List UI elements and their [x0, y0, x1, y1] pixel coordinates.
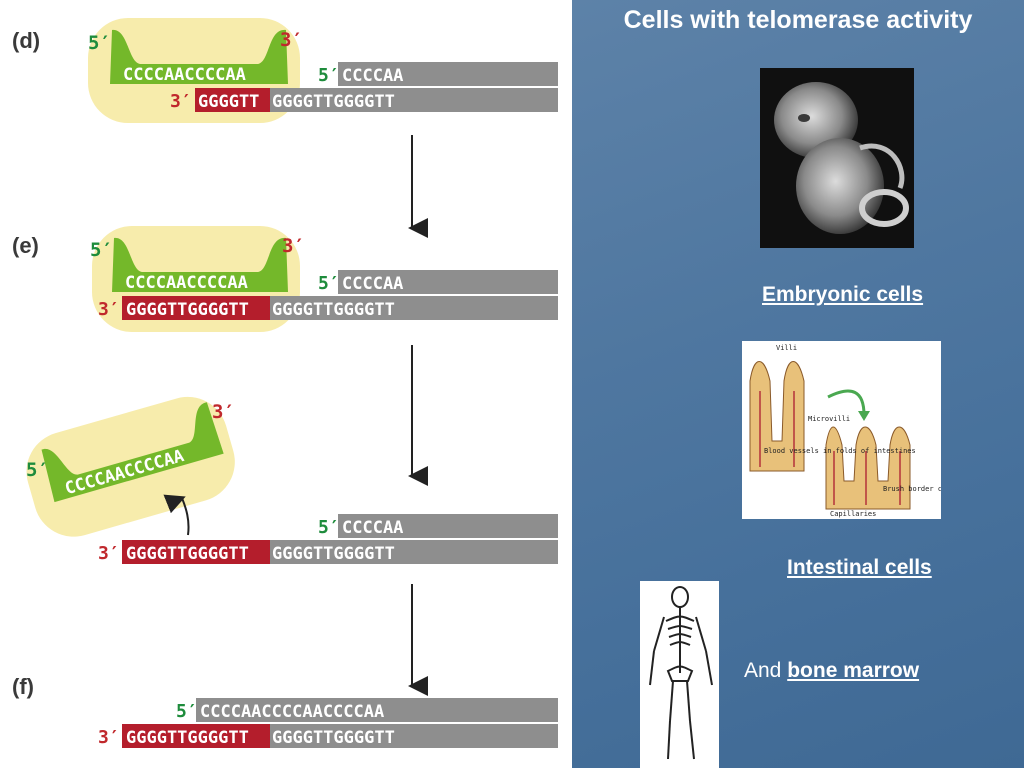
old-seq-f: GGGGTTGGGGTT — [272, 728, 395, 748]
rna-5prime-d: 5′ — [88, 32, 111, 54]
rna-5prime-e: 5′ — [90, 239, 113, 261]
rna-5prime-released: 5′ — [26, 459, 49, 481]
rna-seq-e: CCCCAACCCCAA — [125, 273, 248, 293]
new-seq-e: GGGGTTGGGGTT — [126, 300, 249, 320]
bottom-3prime-f: 3′ — [98, 727, 120, 748]
skeleton-image — [640, 581, 719, 768]
new-seq-d: GGGGTT — [198, 92, 259, 112]
rna-3prime-e: 3′ — [282, 235, 305, 257]
top-5prime-release: 5′ — [318, 517, 340, 538]
top-seq-f: CCCCAACCCCAACCCCAA — [200, 702, 384, 722]
top-5prime-d: 5′ — [318, 65, 340, 86]
step-d-label: (d) — [12, 28, 41, 53]
panel-title: Cells with telomerase activity — [623, 6, 973, 34]
label-blood-vessels: Blood vessels in folds of intestines — [764, 447, 916, 455]
bottom-3prime-d: 3′ — [170, 91, 192, 112]
new-dna-release — [122, 540, 270, 564]
rna-seq-d: CCCCAACCCCAA — [123, 65, 246, 85]
caption-embryonic: Embryonic cells — [762, 283, 924, 306]
intestine-image: Villi Microvilli Blood vessels in folds … — [742, 341, 941, 519]
bottom-strand-d — [270, 88, 558, 112]
label-villi: Villi — [776, 344, 797, 352]
top-seq-release: CCCCAA — [342, 518, 403, 538]
old-seq-release: GGGGTTGGGGTT — [272, 544, 395, 564]
caption-bone-link: bone marrow — [787, 659, 920, 682]
rna-template-released — [41, 402, 224, 503]
step-e-label: (e) — [12, 233, 39, 258]
bottom-3prime-e: 3′ — [98, 299, 120, 320]
new-dna-f — [122, 724, 270, 748]
new-seq-f: GGGGTTGGGGTT — [126, 728, 249, 748]
rna-3prime-d: 3′ — [280, 29, 303, 51]
caption-intestinal: Intestinal cells — [787, 556, 932, 579]
top-seq-e: CCCCAA — [342, 274, 403, 294]
step-e-group: CCCCAACCCCAA 5′ 3′ CCCCAA 5′ GGGGTTGGGGT… — [90, 226, 558, 332]
release-arrow — [163, 494, 190, 536]
telomerase-svg: CCCCAACCCCAA 5′ 3′ CCCCAA 5′ GGGGTT GGGG… — [26, 18, 558, 748]
rna-template-e — [112, 237, 288, 292]
old-seq-e: GGGGTTGGGGTT — [272, 300, 395, 320]
caption-bone-marrow: And bone marrow — [744, 659, 919, 683]
top-5prime-e: 5′ — [318, 273, 340, 294]
top-strand-e — [338, 270, 558, 294]
bottom-strand-f — [270, 724, 558, 748]
new-dna-d — [195, 88, 270, 112]
top-strand-d — [338, 62, 558, 86]
new-seq-release: GGGGTTGGGGTT — [126, 544, 249, 564]
label-capillaries: Capillaries — [830, 510, 876, 518]
top-5prime-f: 5′ — [176, 701, 198, 722]
top-seq-d: CCCCAA — [342, 66, 403, 86]
top-strand-release — [338, 514, 558, 538]
old-seq-d: GGGGTTGGGGTT — [272, 92, 395, 112]
embryo-image — [760, 68, 914, 248]
bottom-strand-e — [270, 296, 558, 320]
step-f-label: (f) — [12, 674, 34, 699]
step-d-group: CCCCAACCCCAA 5′ 3′ CCCCAA 5′ GGGGTT GGGG… — [88, 18, 558, 123]
bottom-strand-release — [270, 540, 558, 564]
released-telomerase: CCCCAACCCCAA — [26, 396, 235, 537]
bottom-3prime-release: 3′ — [98, 543, 120, 564]
step-f-group: CCCCAACCCCAACCCCAA 5′ GGGGTTGGGGTT GGGGT… — [98, 698, 558, 748]
label-microvilli: Microvilli — [808, 415, 850, 423]
step-release-group: CCCCAACCCCAA 5′ 3′ CCCCAA 5′ GGGGTTGGGGT… — [26, 396, 558, 564]
top-strand-f — [196, 698, 558, 722]
cell-types-panel: Cells with telomerase activity Embryonic… — [572, 0, 1024, 768]
label-brush-border: Brush border cells — [883, 485, 941, 493]
telomerase-diagram-panel: (d) (e) (f) CCCCAACCCCAA 5′ 3′ CCCCAA 5′… — [12, 18, 558, 748]
rna-template-d — [110, 29, 288, 85]
new-dna-e — [122, 296, 270, 320]
caption-bone-prefix: And — [744, 659, 782, 682]
rna-3prime-released: 3′ — [212, 401, 235, 423]
